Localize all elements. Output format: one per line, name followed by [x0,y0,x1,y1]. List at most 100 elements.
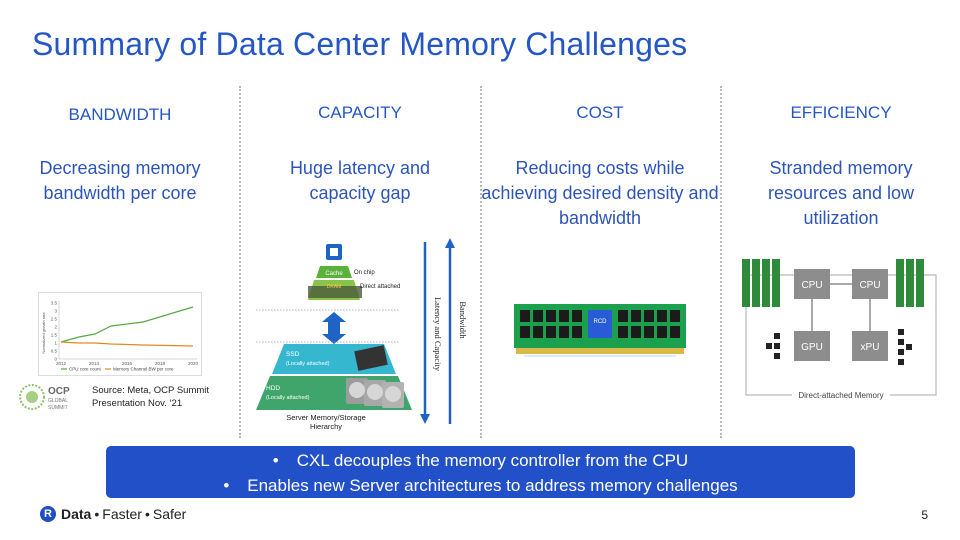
key-point: •CXL decouples the memory controller fro… [106,448,855,473]
dram-chip [644,326,654,338]
ocp-logo: OCP GLOBAL SUMMIT [18,380,78,414]
ocp-globe-icon [19,384,45,410]
dram-module-icon [308,286,362,298]
dram-chips-right [618,310,680,338]
chart-x-tick: 2020 [188,361,199,366]
dram-chip [670,326,680,338]
slide-title: Summary of Data Center Memory Challenges [32,26,688,62]
chart-y-tick: 2.5 [51,317,58,322]
dram-chip [631,310,641,322]
dram-chip [572,310,582,322]
memory-hierarchy-svg: Cache On chip DRAM Direct attached SSD (… [256,238,468,431]
chart-y-tick: 1 [54,341,57,346]
cpu1-label: CPU [801,280,822,291]
legend-entry: CPU core count [69,367,102,372]
bandwidth-arrowhead [445,238,455,248]
dram-chip [644,310,654,322]
gpu-label: GPU [801,342,823,353]
dram-chip [618,310,628,322]
source-citation: Source: Meta, OCP Summit Presentation No… [92,384,209,410]
cpu-chip-core [330,248,338,256]
efficiency-diagram-svg: CPU CPU GPU xPU Direct-attached Memory [742,259,937,401]
latency-arrowhead [420,414,430,424]
dram-chip [572,326,582,338]
dimm-svg: RCD [514,304,686,357]
latency-capacity-label: Latency and Capacity [433,297,443,372]
direct-attached-caption: Direct-attached Memory [798,391,883,400]
chart-legend: CPU core count Memory Channel BW per cor… [61,367,174,372]
chart-x-tick: 2018 [155,361,166,366]
memory-bw-line [60,341,194,347]
dram-chip [657,310,667,322]
column-description: Decreasing memory bandwidth per core [39,158,201,203]
column-divider [720,86,722,438]
dram-chip [559,310,569,322]
ocp-logo-text: OCP [48,386,70,397]
dram-chip [546,326,556,338]
ssd-sub-label: (Locally attached) [286,361,330,367]
bullet-icon: • [223,476,230,495]
rcd-label: RCD [594,319,608,325]
column-efficiency: EFFICIENCY Stranded memory resources and… [721,100,960,231]
column-divider [480,86,482,438]
efficiency-diagram: CPU CPU GPU xPU Direct-attached Memory [742,255,942,403]
ssd-device-icon [354,345,388,371]
key-point-text: Enables new Server architectures to addr… [247,476,738,495]
hierarchy-caption: Hierarchy [310,422,342,431]
brand-logo-icon: R [40,506,56,522]
column-heading: EFFICIENCY [790,103,892,122]
column-heading: BANDWIDTH [68,105,172,124]
ocp-logo-svg: OCP GLOBAL SUMMIT [19,384,70,411]
cpu1-box [794,269,830,299]
hierarchy-caption: Server Memory/Storage [286,413,366,422]
ocp-globe-core [26,391,38,403]
hdd-sub-label: (Locally attached) [266,395,310,401]
cache-layer [316,266,352,278]
dram-chip [657,326,667,338]
footer-brand: R Data • Faster • Safer [40,503,186,525]
key-point: • Enables new Server architectures to add… [106,473,855,498]
memory-hierarchy-figure: Cache On chip DRAM Direct attached SSD (… [250,238,470,434]
ocp-logo-sub: SUMMIT [48,405,68,411]
column-cost: COST Reducing costs while achieving desi… [480,100,720,231]
chart-y-tick: 0 [54,357,57,362]
on-chip-label: On chip [354,270,375,276]
dimm-figure: RCD [514,304,686,368]
page-number: 5 [921,508,928,522]
dram-chips-left [520,310,582,338]
hdd-label: HDD [266,385,280,392]
chart-y-tick: 3 [54,309,57,314]
dram-chip [533,310,543,322]
dram-chip [559,326,569,338]
source-line: Source: Meta, OCP Summit [92,385,210,396]
dram-chip [546,310,556,322]
dram-chip [520,326,530,338]
dram-chip [670,310,680,322]
dimm-stack-right-icon [896,259,924,307]
bandwidth-chart-svg: Normalized growth rate 3.532.521.510.50 … [41,301,199,372]
brand-tagline: Faster [102,506,142,522]
brand-separator: • [94,506,100,522]
chart-ylabel: Normalized growth rate [41,312,46,354]
dimm-contacts [516,348,684,354]
column-divider [239,86,241,438]
direct-attached-label: Direct attached [360,284,400,290]
column-description: Huge latency and capacity gap [289,158,431,203]
key-points-box: •CXL decouples the memory controller fro… [106,446,855,498]
chart-y-tick: 2 [54,325,57,330]
chart-y-tick: 0.5 [51,349,58,354]
chart-y-tick: 3.5 [51,301,58,306]
column-description: Stranded memory resources and low utiliz… [767,158,915,228]
column-description: Reducing costs while achieving desired d… [481,158,719,228]
bandwidth-label: Bandwidth [458,301,468,339]
legend-entry: Memory Channel BW per core [113,367,174,372]
column-heading: COST [576,103,624,122]
brand-separator: • [144,506,150,522]
ssd-label: SSD [286,351,300,358]
brand-tagline: Safer [152,506,187,522]
source-line: Presentation Nov. ‘21 [92,398,183,409]
dimm-stack-left-icon [742,259,780,307]
cache-label: Cache [325,271,343,277]
